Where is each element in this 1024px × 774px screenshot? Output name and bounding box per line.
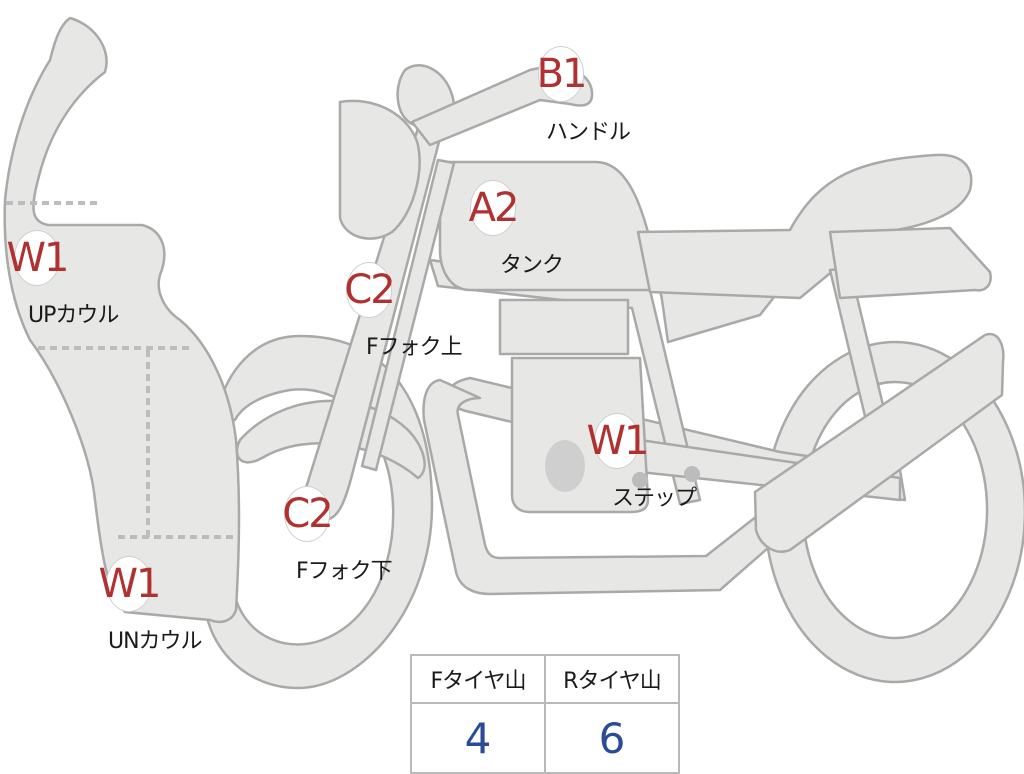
label-step: ステップ — [612, 486, 697, 511]
rear-wheel — [763, 340, 1024, 684]
front-tire-value: 4 — [410, 702, 546, 774]
front-tire-header: Fタイヤ山 — [410, 654, 546, 704]
seat — [636, 153, 973, 300]
badge-tank: A2 — [468, 180, 520, 236]
label-fork-upper: Fフォク上 — [366, 335, 463, 360]
rear-tire-header: Rタイヤ山 — [544, 654, 680, 704]
tire-table-value-row: 4 6 — [410, 702, 680, 774]
headlight — [338, 99, 421, 240]
label-fork-lower: Fフォク下 — [296, 559, 393, 584]
badge-up-cowl-code: W1 — [6, 235, 70, 281]
label-under-cowl: UNカウル — [108, 629, 203, 654]
badge-step-code: W1 — [586, 418, 650, 464]
badge-fork-upper-code: C2 — [344, 267, 395, 313]
badge-tank-code: A2 — [468, 185, 520, 231]
step-bolt — [632, 472, 648, 488]
fork-inner — [360, 158, 456, 472]
step-bolt-2 — [684, 466, 700, 482]
fairing — [3, 16, 241, 624]
badge-fork-lower-code: C2 — [282, 491, 333, 537]
badge-handle: B1 — [536, 46, 588, 102]
engine-head — [498, 298, 630, 356]
label-up-cowl: UPカウル — [28, 303, 119, 328]
badge-handle-code: B1 — [536, 51, 588, 97]
tire-tread-table: Fタイヤ山 Rタイヤ山 4 6 — [410, 654, 680, 774]
badge-fork-upper: C2 — [344, 262, 396, 318]
engine-cover — [545, 440, 585, 492]
rear-tire-value: 6 — [544, 702, 680, 774]
badge-under-cowl-code: W1 — [98, 561, 162, 607]
badge-step: W1 — [587, 413, 650, 469]
label-tank: タンク — [500, 253, 564, 278]
badge-fork-lower: C2 — [282, 486, 334, 542]
rear-fender — [828, 226, 992, 300]
label-handle: ハンドル — [546, 120, 631, 145]
badge-up-cowl: W1 — [7, 230, 70, 286]
tire-table-header-row: Fタイヤ山 Rタイヤ山 — [410, 654, 680, 704]
badge-under-cowl: W1 — [99, 556, 162, 612]
muffler — [753, 332, 1005, 553]
